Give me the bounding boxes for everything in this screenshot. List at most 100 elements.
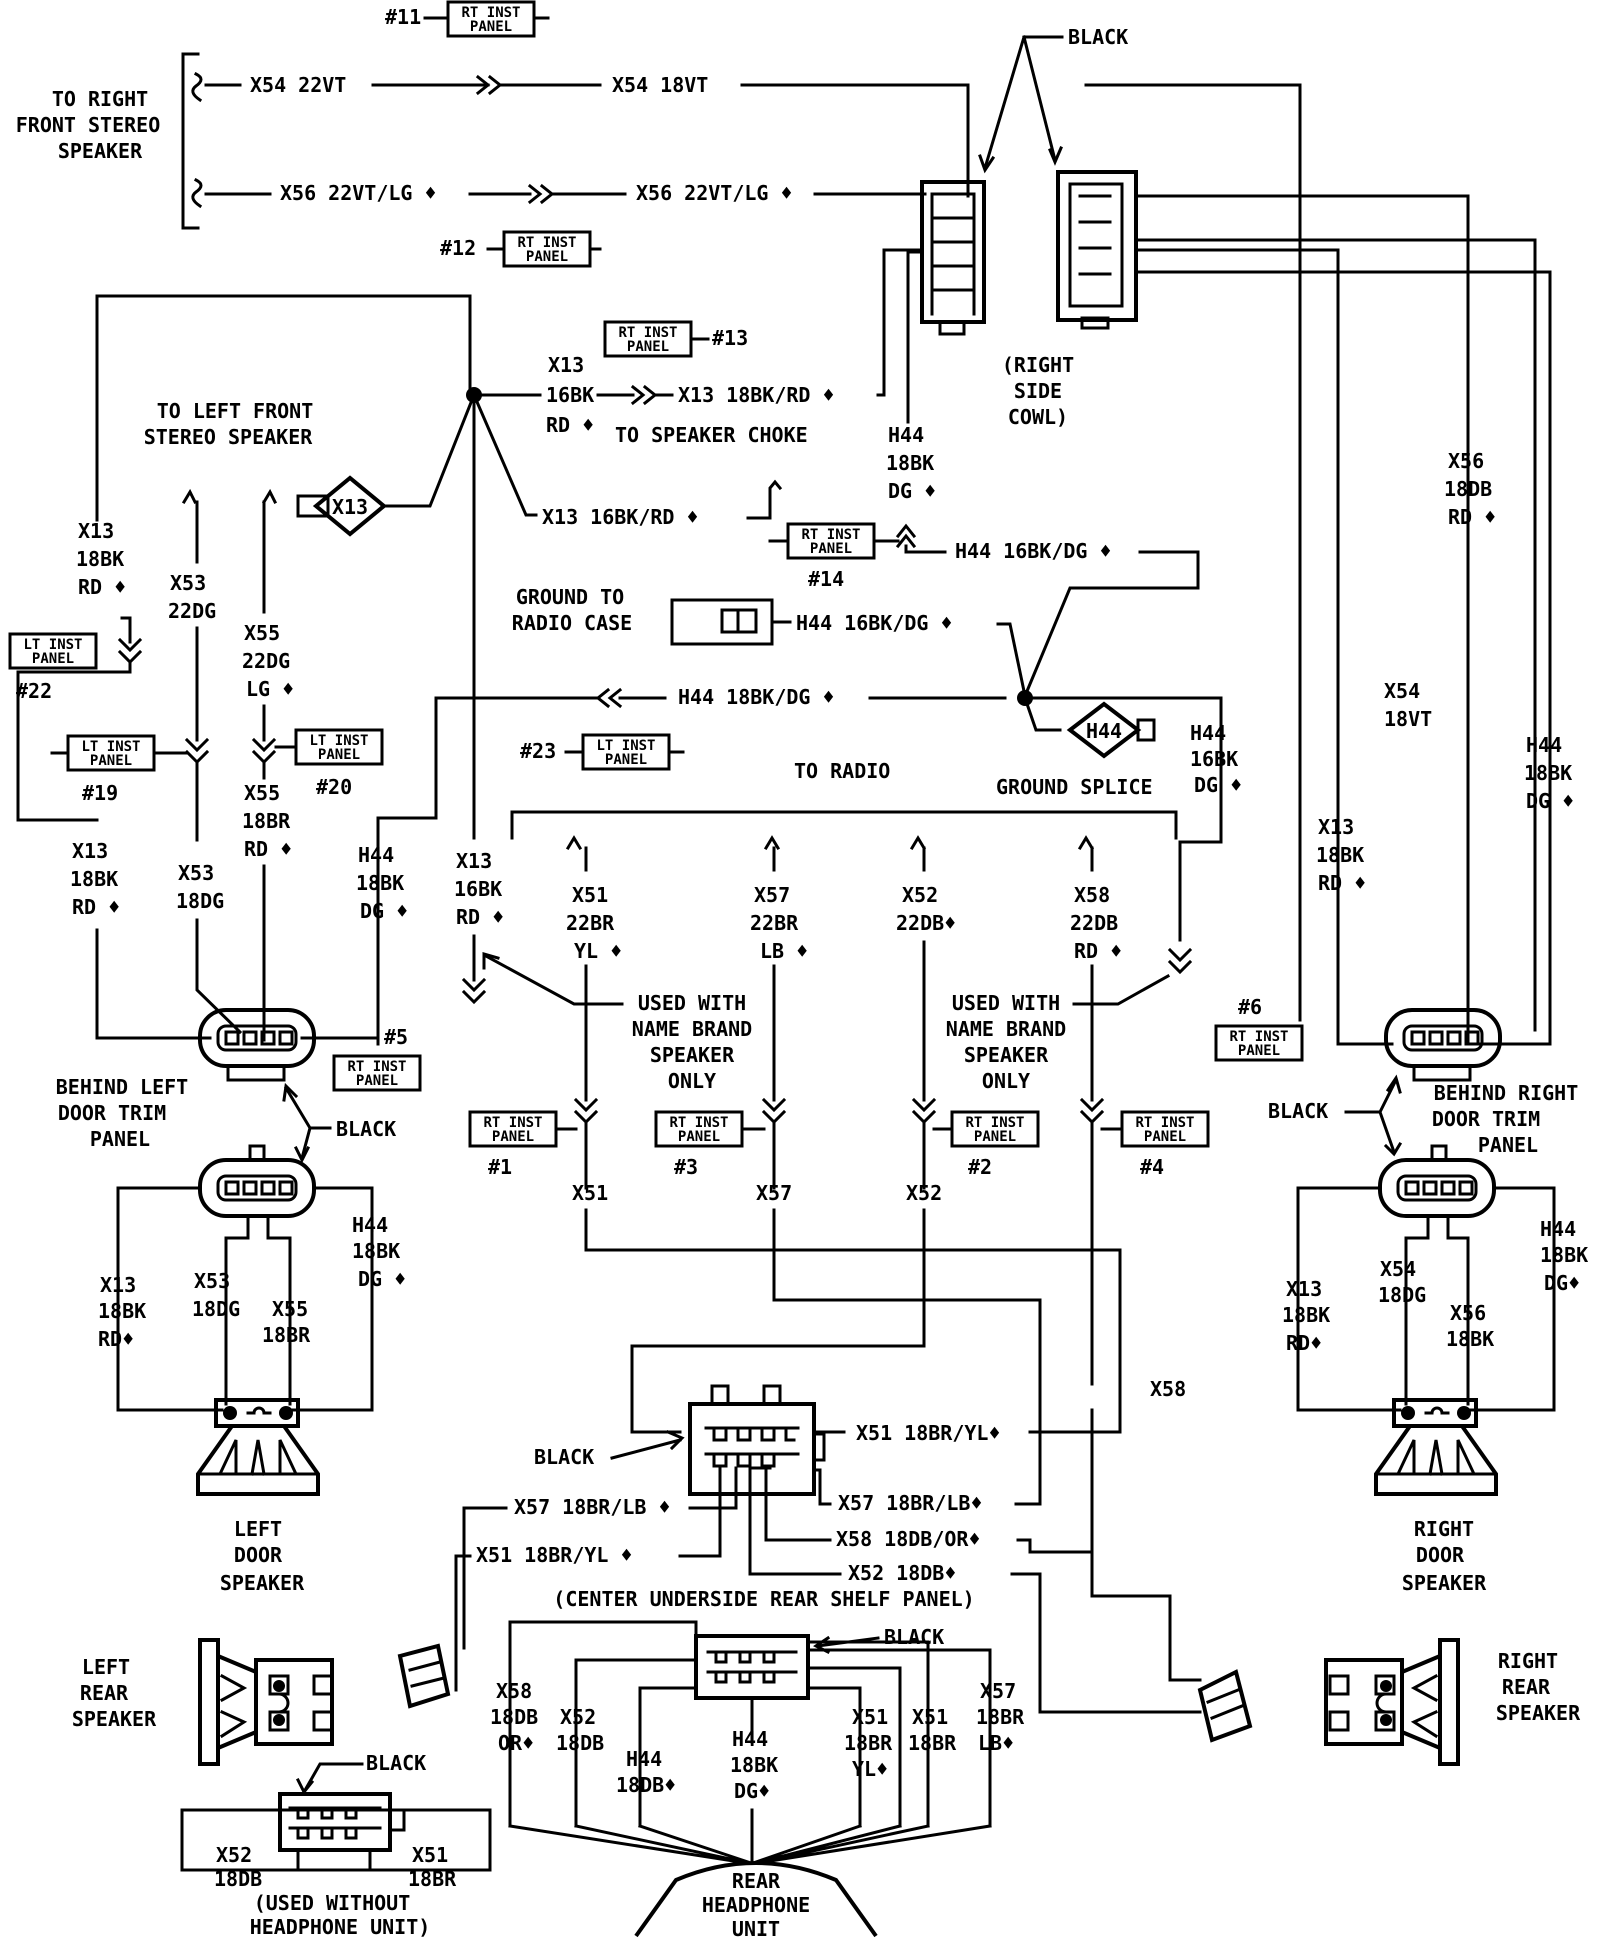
- left-section: TO LEFT FRONT STEREO SPEAKER X13 18BK RD…: [8, 399, 504, 1766]
- right-door-speaker-3: SPEAKER: [1402, 1571, 1487, 1595]
- left-h44-18bk-c2: 18BK: [352, 1239, 400, 1263]
- left-x13-18bk-3: RD ♦: [78, 575, 126, 599]
- right-section: X56 18DB RD ♦ X54 18VT H44 18BK DG ♦ X13…: [1214, 270, 1588, 1766]
- rt-inst-panel-5: RT INST PANEL: [332, 1054, 422, 1092]
- x51-18br-2: 18BR: [908, 1731, 957, 1755]
- svg-text:PANEL: PANEL: [470, 19, 512, 35]
- left-x13-18bk-2: 18BK: [76, 547, 124, 571]
- ref-20: #20: [316, 775, 352, 799]
- x51-18br-yl-1: X51: [852, 1705, 888, 1729]
- center-x13-16bk-1: X13: [548, 353, 584, 377]
- svg-text:RT INST: RT INST: [801, 527, 860, 543]
- x56-22vtlg-label-a: X56 22VT/LG ♦: [280, 181, 437, 205]
- lt-inst-panel-20: LT INST PANEL: [294, 728, 384, 766]
- right-rear-speaker-icon: [1324, 1638, 1460, 1766]
- right-x13-c1: X13: [1286, 1277, 1322, 1301]
- left-rear-speaker-3: SPEAKER: [72, 1707, 157, 1731]
- left-x13-18bk-c3: RD♦: [98, 1327, 134, 1351]
- left-x55-18br-c1: X55: [272, 1297, 308, 1321]
- center-x13-16bk-3: RD ♦: [546, 413, 594, 437]
- right-side-cowl-2: SIDE: [1014, 379, 1062, 403]
- x58-label: X58: [1150, 1377, 1186, 1401]
- x51-18bryl-label: X51 18BR/YL♦: [856, 1421, 1001, 1445]
- rt-inst-panel-12: RT INST PANEL: [502, 230, 592, 268]
- center-connector: [688, 1384, 826, 1496]
- behind-left-2: DOOR TRIM: [58, 1101, 166, 1125]
- x56-22vtlg-label-b: X56 22VT/LG ♦: [636, 181, 793, 205]
- used-with-a-4: ONLY: [668, 1069, 716, 1093]
- left-x13-18bk-b1: X13: [72, 839, 108, 863]
- ref-6: #6: [1238, 995, 1262, 1019]
- radio-x51-2: 22BR: [566, 911, 615, 935]
- svg-text:PANEL: PANEL: [32, 651, 74, 667]
- svg-text:LT INST: LT INST: [23, 637, 82, 653]
- left-x55-18br-c2: 18BR: [262, 1323, 311, 1347]
- left-rear-speaker-icon: [198, 1638, 334, 1766]
- svg-text:H44: H44: [1086, 719, 1122, 743]
- h44-18bkdg-label: H44 18BK/DG ♦: [678, 685, 835, 709]
- right-x54-c2: 18DG: [1378, 1283, 1426, 1307]
- bottom-section: BLACK X51 18BR/YL♦ X57 18BR/LB♦ X58 18DB…: [180, 1384, 1253, 1938]
- left-x13-18bk-b2: 18BK: [70, 867, 118, 891]
- right-h44-18bk-2: 18BK: [1524, 761, 1572, 785]
- to-speaker-choke: TO SPEAKER CHOKE: [615, 423, 808, 447]
- rt-inst-panel-6: RT INST PANEL: [1214, 1024, 1304, 1062]
- svg-text:PANEL: PANEL: [492, 1129, 534, 1145]
- rt-inst-panel-3: RT INST PANEL: [654, 1110, 744, 1148]
- h44-16bkdg-label-a: H44 16BK/DG ♦: [955, 539, 1112, 563]
- left-x55-18br-1: X55: [244, 781, 280, 805]
- cowl-connector-left: [920, 180, 986, 336]
- h44-18bk-b2: 18BK: [730, 1753, 778, 1777]
- left-x55-18br-2: 18BR: [242, 809, 291, 833]
- right-x13-18bk-3: RD ♦: [1318, 871, 1366, 895]
- radio-x52-2: 22DB♦: [896, 911, 956, 935]
- ref-1: #1: [488, 1155, 512, 1179]
- left-h44-18bk-c1: H44: [352, 1213, 388, 1237]
- rear-headphone-1: REAR: [732, 1869, 781, 1893]
- svg-text:RT INST: RT INST: [965, 1115, 1024, 1131]
- right-door-speaker-1: RIGHT: [1414, 1517, 1474, 1541]
- left-rear-speaker-2: REAR: [80, 1681, 129, 1705]
- svg-text:PANEL: PANEL: [318, 747, 360, 763]
- svg-text:PANEL: PANEL: [1144, 1129, 1186, 1145]
- to-left-front-2: STEREO SPEAKER: [144, 425, 314, 449]
- right-rear-plug: [1197, 1669, 1253, 1743]
- left-x53-18dg-c2: 18DG: [192, 1297, 240, 1321]
- left-door-speaker-3: SPEAKER: [220, 1571, 305, 1595]
- rear-shelf-connector: [694, 1634, 810, 1700]
- center-section: X13 X13 16BK RD ♦ X13 18BK/RD ♦ RT INST …: [95, 248, 1242, 1046]
- right-h44-c3: DG♦: [1544, 1271, 1580, 1295]
- used-with-a-3: SPEAKER: [650, 1043, 735, 1067]
- radio-section: X51 22BR YL ♦ X57 22BR LB ♦ X52 22DB♦ X5…: [468, 810, 1210, 1598]
- right-x56-18db-1: X56: [1448, 449, 1484, 473]
- right-rear-speaker-1: RIGHT: [1498, 1649, 1558, 1673]
- x13-16bk-rd-1: X13: [456, 849, 492, 873]
- rear-headphone-2: HEADPHONE: [702, 1893, 810, 1917]
- left-h44-18bk-2: 18BK: [356, 871, 404, 895]
- to-right-front-line2: FRONT STEREO: [16, 113, 161, 137]
- top-section: #11 RT INST PANEL TO RIGHT FRONT STEREO …: [16, 0, 1544, 1046]
- right-x56-c1: X56: [1450, 1301, 1486, 1325]
- center-black-label: BLACK: [534, 1445, 594, 1469]
- right-x13-18bk-1: X13: [1318, 815, 1354, 839]
- left-door-speaker-1: LEFT: [234, 1517, 282, 1541]
- behind-right-3: PANEL: [1478, 1133, 1538, 1157]
- left-rear-plug: [397, 1643, 451, 1709]
- left-x53-22dg-2: 22DG: [168, 599, 216, 623]
- right-rear-speaker-2: REAR: [1502, 1675, 1551, 1699]
- radio-x51-3: YL ♦: [574, 939, 622, 963]
- rt-inst-panel-4: RT INST PANEL: [1120, 1110, 1210, 1148]
- x13-18bkrd-label: X13 18BK/RD ♦: [678, 383, 835, 407]
- right-door-speaker-2: DOOR: [1416, 1543, 1465, 1567]
- h44-splice-diamond: H44: [1066, 701, 1156, 759]
- x57-18br-2: 18BR: [976, 1705, 1025, 1729]
- center-x13-16bk-2: 16BK: [546, 383, 594, 407]
- svg-text:LT INST: LT INST: [309, 733, 368, 749]
- x58-18db-2: 18DB: [490, 1705, 538, 1729]
- left-x55-22dg-2: 22DG: [242, 649, 290, 673]
- x51-18br-1: X51: [912, 1705, 948, 1729]
- lt-inst-panel-19: LT INST PANEL: [66, 734, 156, 772]
- h44-18bk-dg-1: H44: [888, 423, 924, 447]
- left-black-label: BLACK: [336, 1117, 396, 1141]
